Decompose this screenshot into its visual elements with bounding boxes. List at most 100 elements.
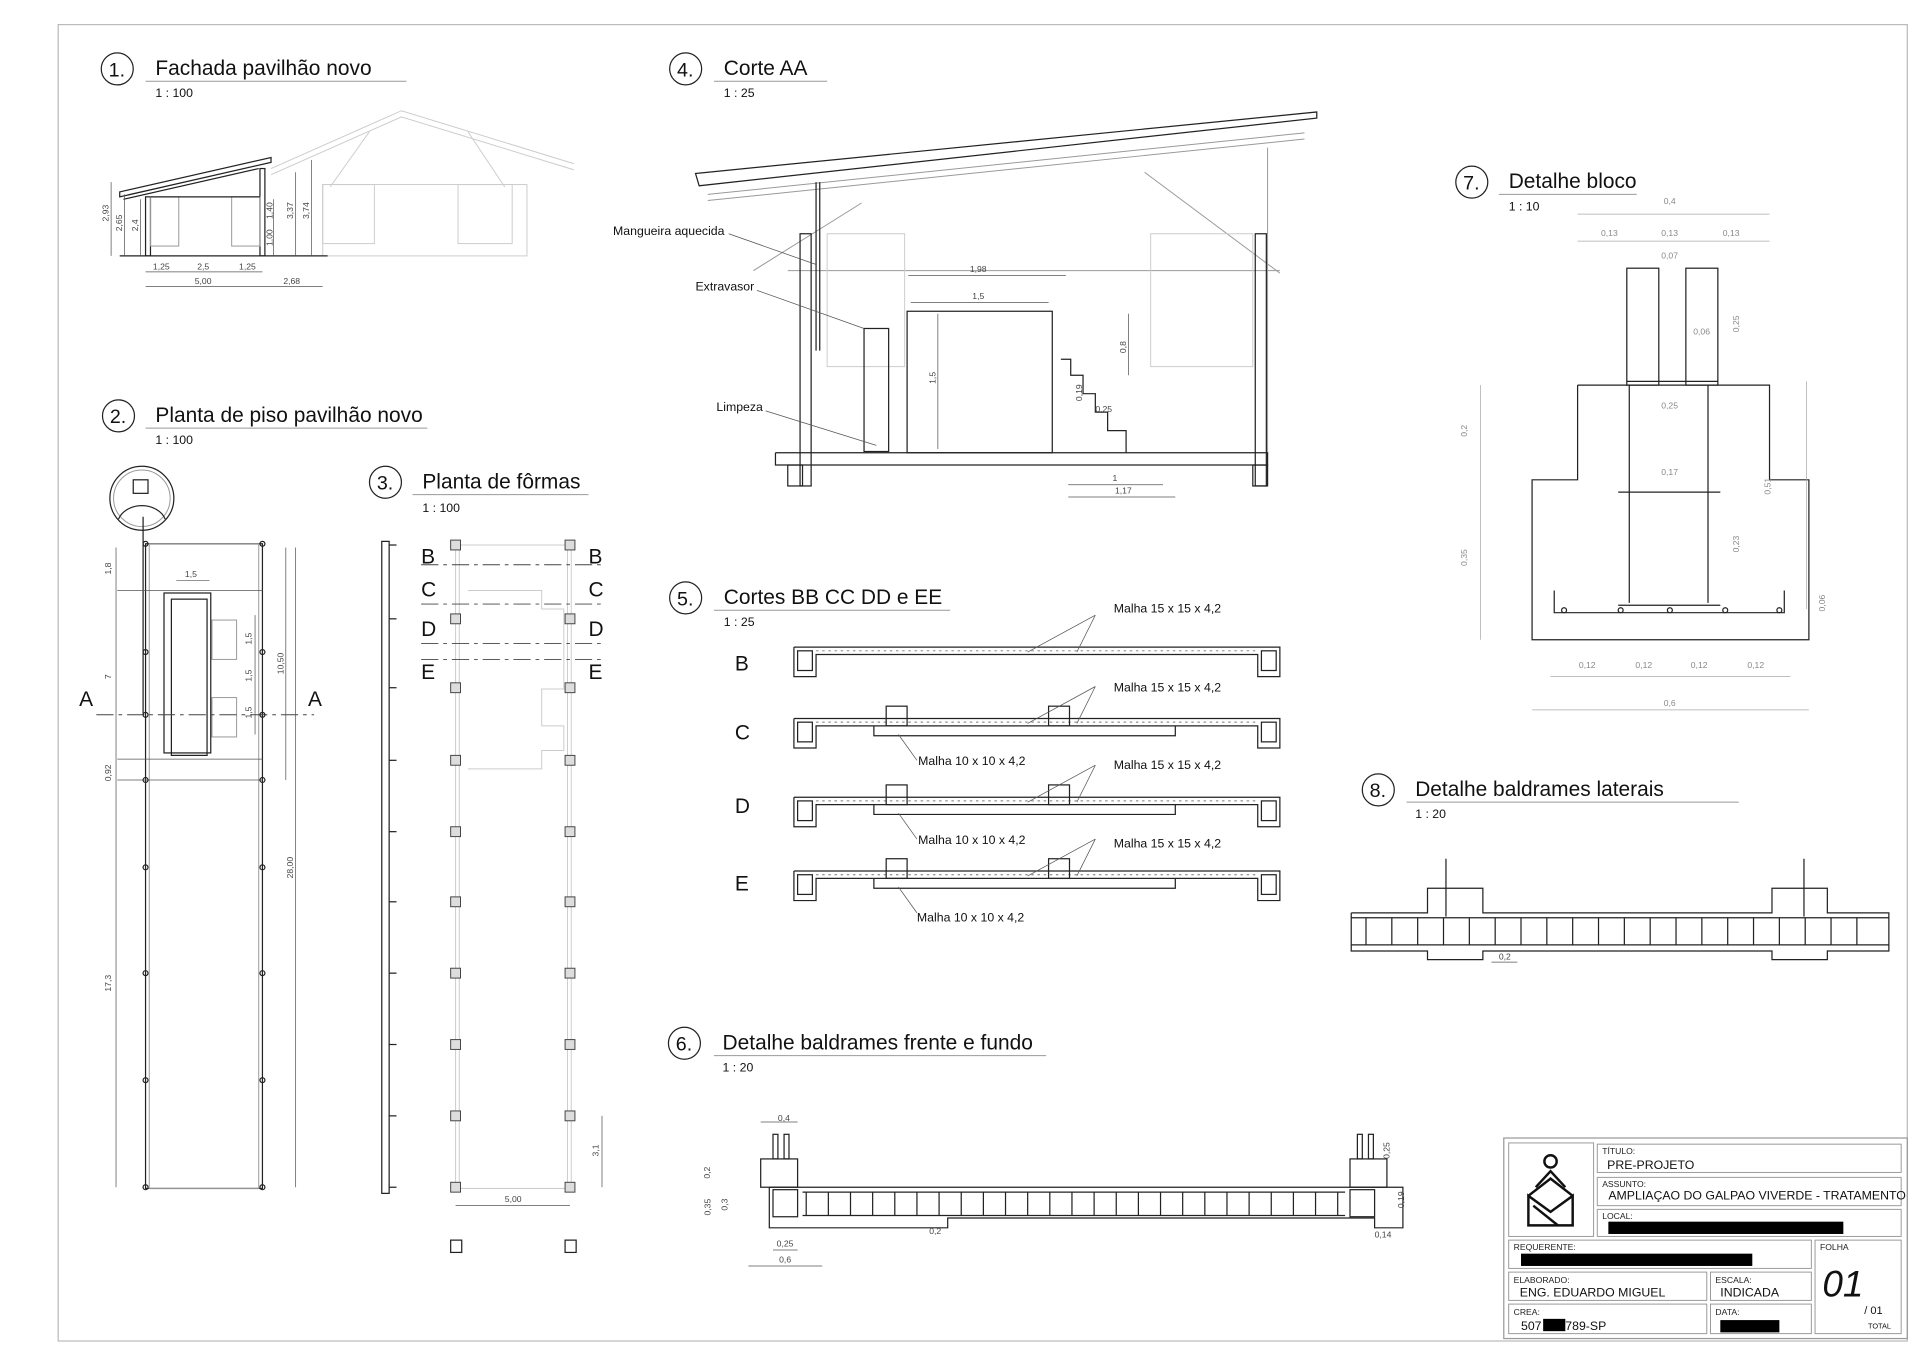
dimension-label: 0,12 bbox=[1635, 660, 1652, 670]
dimension-label: 0,25 bbox=[777, 1238, 794, 1248]
leader-line bbox=[1027, 764, 1096, 803]
dimension-label: 2,65 bbox=[114, 214, 124, 231]
escala-value: INDICADA bbox=[1720, 1286, 1780, 1300]
column-block bbox=[564, 682, 576, 694]
callout-extravasor: Extravasor bbox=[695, 279, 754, 293]
dimension-label: 0,6 bbox=[1664, 698, 1676, 708]
column-marker bbox=[259, 1184, 266, 1191]
view-2-planta-piso: 2. Planta de piso pavilhão novo 1 : 100 … bbox=[79, 399, 428, 1191]
formwork-plan: B B C C D D E E 5,00 3,1 bbox=[381, 539, 604, 1254]
view-scale: 1 : 100 bbox=[422, 501, 460, 515]
section-label-d: D bbox=[588, 618, 603, 641]
mesh-label: Malha 15 x 15 x 4,2 bbox=[1114, 837, 1221, 851]
facade-new-pavilion bbox=[119, 156, 328, 257]
view-number: 1. bbox=[109, 59, 125, 81]
section-label-b: B bbox=[588, 545, 602, 568]
view-7-detalhe-bloco: 7. Detalhe bloco 1 : 10 0,4 0,13 0,13 0,… bbox=[1455, 165, 1827, 711]
facade-ghost-building bbox=[270, 110, 574, 257]
dimension-label: 0,06 bbox=[1693, 327, 1710, 337]
view-scale: 1 : 25 bbox=[724, 615, 755, 629]
dimension-label: 3,37 bbox=[285, 202, 295, 219]
dimension-label: 0,19 bbox=[1396, 1191, 1406, 1208]
slab-section bbox=[793, 717, 1281, 749]
section-aa-drawing: 1,98 1,5 1,5 0,8 0,19 0,25 1 1,17 Mangue… bbox=[613, 111, 1318, 498]
callout-mangueira: Mangueira aquecida bbox=[613, 224, 725, 238]
column-block bbox=[450, 1039, 461, 1050]
column-block bbox=[564, 613, 576, 625]
dimension-label: 17,3 bbox=[103, 975, 113, 992]
dimension-label: 1,5 bbox=[927, 372, 937, 384]
column-marker bbox=[259, 776, 266, 784]
column-block bbox=[450, 682, 461, 694]
assunto-value: AMPLIAÇAO DO GALPAO VIVERDE - TRATAMENTO bbox=[1608, 1189, 1905, 1203]
dimension-label: 1,5 bbox=[972, 291, 984, 301]
dimension-label: 0,51 bbox=[1763, 478, 1773, 495]
recessed-slab bbox=[873, 878, 1176, 889]
folha-value: 01 bbox=[1822, 1264, 1863, 1305]
column-block bbox=[564, 539, 576, 551]
titulo-label: TÍTULO: bbox=[1602, 1146, 1635, 1156]
title-block: TÍTULO: PRE-PROJETO ASSUNTO: AMPLIAÇAO D… bbox=[1503, 1137, 1908, 1340]
interior-beam bbox=[885, 705, 908, 727]
view-number: 7. bbox=[1463, 172, 1479, 194]
view-title: Fachada pavilhão novo bbox=[155, 57, 371, 80]
dimension-label: 2,5 bbox=[197, 261, 209, 271]
tank-circle-plan bbox=[109, 465, 175, 714]
view-8-baldrames-laterais: 8. Detalhe baldrames laterais 1 : 20 0,2 bbox=[1350, 773, 1890, 963]
dimension-label: 0,2 bbox=[702, 1166, 712, 1178]
dimension-label: 0,19 bbox=[1074, 384, 1084, 401]
dimension-label: 0,4 bbox=[778, 1113, 790, 1123]
view-title: Detalhe baldrames frente e fundo bbox=[723, 1031, 1033, 1054]
column-block bbox=[564, 1181, 576, 1193]
column-block bbox=[450, 1110, 461, 1122]
interior-beam bbox=[885, 858, 908, 880]
beam-rebar bbox=[796, 721, 813, 743]
redacted-crea bbox=[1543, 1318, 1566, 1332]
column-marker bbox=[142, 540, 149, 547]
dimension-label: 0,35 bbox=[702, 1199, 712, 1216]
section-row-label: B bbox=[735, 653, 749, 676]
dimension-label: 1,25 bbox=[153, 261, 170, 271]
dimension-label: 0,4 bbox=[1664, 196, 1676, 206]
interior-beam bbox=[885, 784, 908, 806]
leader-line bbox=[1076, 614, 1096, 653]
dimension-label: 0,12 bbox=[1747, 660, 1764, 670]
view-title: Detalhe bloco bbox=[1509, 170, 1637, 193]
redacted-local bbox=[1608, 1221, 1844, 1234]
dimension-label: 0,3 bbox=[719, 1198, 729, 1210]
section-label-b: B bbox=[421, 545, 435, 568]
column-block bbox=[450, 896, 461, 908]
column-marker bbox=[259, 864, 266, 871]
mesh-label: Malha 15 x 15 x 4,2 bbox=[1114, 680, 1221, 694]
column-block bbox=[450, 826, 461, 838]
escala-label: ESCALA: bbox=[1715, 1275, 1751, 1285]
slab-section bbox=[793, 646, 1281, 678]
dimension-label: 0,07 bbox=[1661, 250, 1678, 260]
beam-rebar bbox=[796, 800, 813, 822]
assunto-label: ASSUNTO: bbox=[1602, 1179, 1646, 1189]
view-6-baldrames-frente: 6. Detalhe baldrames frente e fundo 1 : … bbox=[667, 1026, 1406, 1267]
leader-line bbox=[1076, 765, 1096, 803]
dimension-label: 0,13 bbox=[1723, 228, 1740, 238]
section-label-e: E bbox=[588, 661, 602, 684]
dimension-label: 10,50 bbox=[275, 652, 285, 674]
interior-beam bbox=[1047, 784, 1071, 806]
column-marker bbox=[259, 648, 266, 656]
section-mark-a-left: A bbox=[79, 688, 93, 711]
dimension-label: 1,5 bbox=[243, 632, 253, 644]
dimension-label: 0,2 bbox=[1459, 425, 1469, 437]
dimension-label: 1,25 bbox=[239, 261, 256, 271]
dimension-label: 1,5 bbox=[243, 669, 253, 681]
view-title: Cortes BB CC DD e EE bbox=[724, 586, 942, 609]
section-label-d: D bbox=[421, 618, 436, 641]
leader-line bbox=[1027, 838, 1096, 877]
recessed-slab bbox=[873, 725, 1176, 737]
column-marker bbox=[142, 776, 149, 784]
dimension-label: 5,00 bbox=[505, 1194, 522, 1204]
interior-beam bbox=[1047, 705, 1071, 727]
ground-beam-front: 0,4 0,25 0,2 0,35 0,3 0,19 0,2 0,14 0,25… bbox=[702, 1113, 1406, 1267]
column-block bbox=[564, 826, 576, 838]
mesh-label: Malha 10 x 10 x 4,2 bbox=[918, 833, 1025, 847]
view-number-circle bbox=[100, 52, 134, 86]
